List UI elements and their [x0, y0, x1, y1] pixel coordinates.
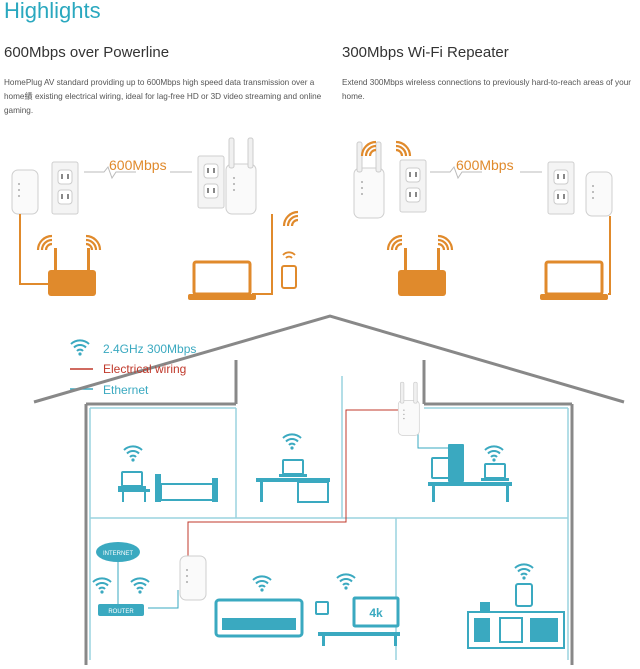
powerline-description: HomePlug AV standard providing up to 600…	[4, 78, 322, 115]
powerline-speed-label: 600Mbps	[109, 157, 167, 173]
internet-cloud-icon	[96, 542, 140, 562]
phone-icon	[281, 265, 297, 289]
repeater-section-title: 300Mbps Wi-Fi Repeater	[342, 44, 509, 61]
laptop-icon	[538, 260, 610, 302]
wifi-icon	[92, 577, 112, 595]
wifi-signal-icon	[436, 234, 454, 252]
pc-tower-icon	[448, 444, 464, 482]
router-icon	[398, 248, 446, 296]
bed-icon	[155, 474, 161, 502]
wifi-icon	[130, 577, 150, 595]
wall-outlet-icon	[197, 155, 225, 209]
wifi-legend-icon	[70, 339, 90, 357]
legend-electrical-label: Electrical wiring	[103, 362, 187, 376]
wifi-signal-icon	[386, 234, 404, 252]
laptop-icon	[278, 459, 308, 478]
house-diagram: INTERNET ROUTER 4k	[33, 314, 625, 665]
router-label: ROUTER	[108, 609, 134, 615]
powerline-section-title: 600Mbps over Powerline	[4, 44, 170, 61]
repeater-description: Extend 300Mbps wireless connections to p…	[342, 78, 631, 101]
wifi-icon	[484, 445, 504, 463]
legend	[70, 339, 93, 390]
wifi-signal-icon	[84, 234, 102, 252]
powerline-adapter-icon	[11, 169, 39, 215]
legend-ethernet-label: Ethernet	[103, 383, 149, 397]
legend-wifi-label: 2.4GHz 300Mbps	[103, 342, 197, 356]
laptop-icon	[186, 260, 258, 302]
powerline-diagram	[11, 137, 300, 302]
router-icon	[98, 604, 144, 616]
repeater-speed-label: 600Mbps	[456, 157, 514, 173]
wifi-extender-icon	[353, 141, 385, 219]
wall-outlet-icon	[547, 161, 575, 215]
repeater-diagram	[353, 140, 613, 302]
desk-icon	[428, 482, 512, 486]
wifi-extender-icon	[225, 137, 257, 215]
laptop-icon	[480, 463, 510, 482]
tv-icon	[352, 596, 400, 628]
wifi-icon	[252, 575, 272, 593]
wifi-signal-icon	[36, 234, 54, 252]
wifi-icon	[123, 445, 143, 463]
tv-4k-label: 4k	[369, 606, 383, 620]
powerline-adapter-icon	[585, 171, 613, 217]
kettle-icon	[480, 602, 490, 612]
desk-icon	[256, 478, 330, 482]
wall-outlet-icon	[51, 161, 79, 215]
wifi-signal-icon	[394, 140, 412, 158]
internet-label: INTERNET	[103, 551, 133, 557]
router-icon	[48, 248, 96, 296]
powerline-adapter-icon	[179, 555, 207, 601]
page-title: Highlights	[4, 0, 101, 23]
tablet-icon	[315, 601, 329, 615]
wall-outlet-icon	[399, 159, 427, 213]
laptop-icon	[117, 471, 147, 490]
wifi-icon	[336, 573, 356, 591]
wifi-signal-icon	[282, 210, 300, 228]
wifi-extender-icon	[397, 381, 420, 436]
wifi-icon	[514, 563, 534, 581]
wifi-signal-icon	[360, 140, 378, 158]
wifi-icon	[282, 433, 302, 451]
phone-icon	[515, 583, 533, 607]
